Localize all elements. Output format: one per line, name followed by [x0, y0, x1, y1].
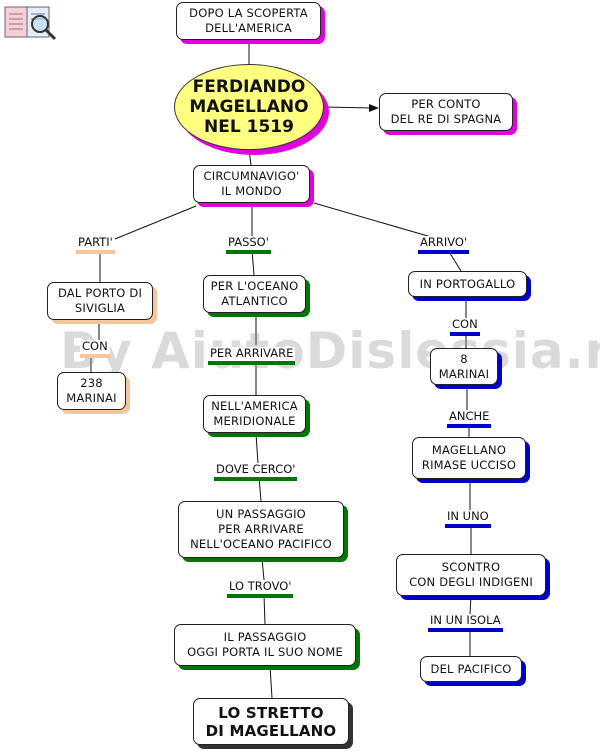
link-label-con-right: CON — [450, 318, 480, 336]
node-del-pacifico: DEL PACIFICO — [420, 656, 522, 682]
link-label-in-un-isola: IN UN ISOLA — [428, 614, 503, 632]
link-label-lo-trovo: LO TROVO' — [227, 580, 294, 598]
node-8-marinai: 8 MARINAI — [430, 348, 498, 385]
title-node-ferdinando-magellano: FERDIANDO MAGELLANO NEL 1519 — [174, 64, 324, 150]
link-label-parti: PARTI' — [76, 236, 115, 254]
node-per-conto-del-re: PER CONTO DEL RE DI SPAGNA — [379, 93, 513, 131]
link-label-dove-cerco: DOVE CERCO' — [214, 463, 298, 481]
watermark: By AiutoDislessia.net — [60, 322, 600, 380]
book-magnifier-logo-icon — [4, 6, 57, 41]
node-il-passaggio-oggi: IL PASSAGGIO OGGI PORTA IL SUO NOME — [174, 624, 356, 666]
link-label-per-arrivare: PER ARRIVARE — [208, 347, 296, 365]
node-dopo-la-scoperta: DOPO LA SCOPERTA DELL'AMERICA — [176, 2, 321, 40]
link-label-anche: ANCHE — [447, 410, 492, 428]
node-dal-porto-di-siviglia: DAL PORTO DI SIVIGLIA — [47, 282, 153, 320]
node-un-passaggio: UN PASSAGGIO PER ARRIVARE NELL'OCEANO PA… — [178, 501, 344, 558]
node-in-portogallo: IN PORTOGALLO — [408, 271, 527, 297]
link-label-in-uno: IN UNO — [445, 510, 491, 528]
node-per-l-oceano-atlantico: PER L'OCEANO ATLANTICO — [203, 275, 306, 313]
link-label-con-left: CON — [80, 340, 110, 358]
node-lo-stretto-di-magellano: LO STRETTO DI MAGELLANO — [193, 698, 349, 745]
node-nell-america-meridionale: NELL'AMERICA MERIDIONALE — [203, 395, 306, 433]
node-238-marinai: 238 MARINAI — [57, 372, 126, 410]
node-magellano-rimase-ucciso: MAGELLANO RIMASE UCCISO — [412, 437, 526, 479]
link-label-passo: PASSO' — [226, 236, 271, 254]
node-scontro-con-indigeni: SCONTRO CON DEGLI INDIGENI — [396, 554, 546, 596]
node-circumnavigo-il-mondo: CIRCUMNAVIGO' IL MONDO — [193, 165, 310, 203]
link-label-arrivo: ARRIVO' — [418, 236, 470, 254]
